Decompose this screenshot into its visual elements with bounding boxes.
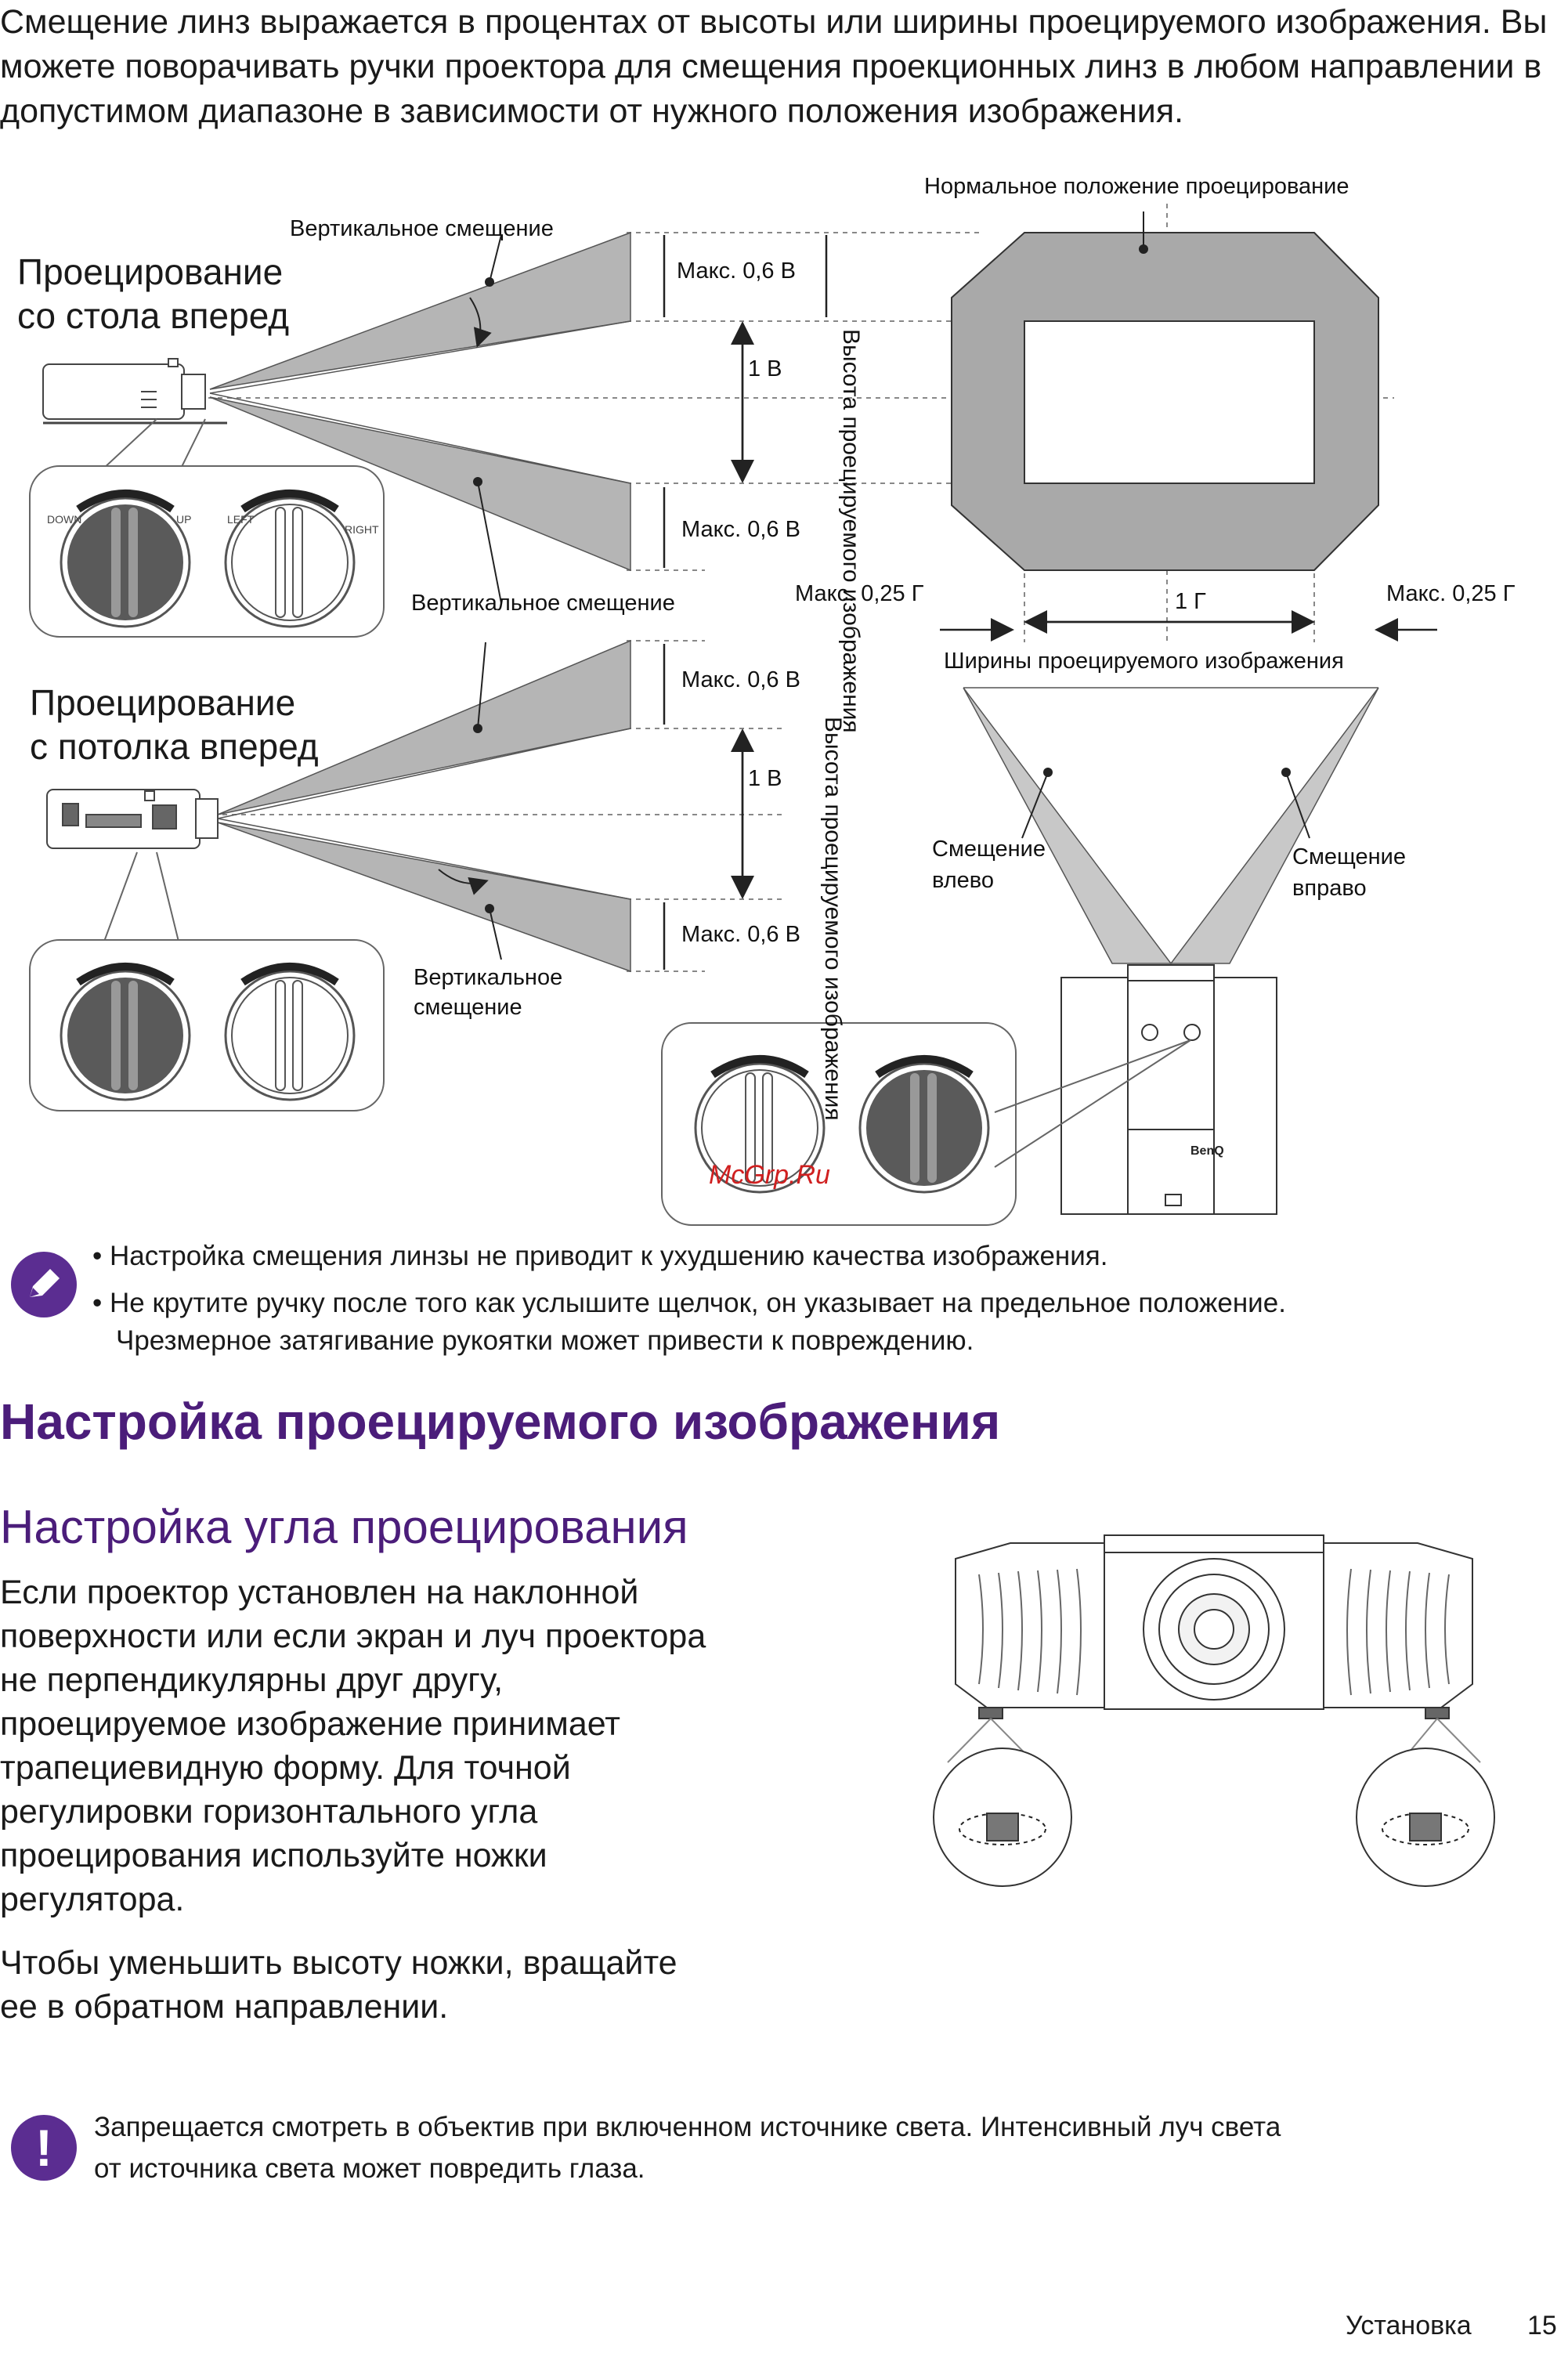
label-1h: 1 Г (1175, 589, 1206, 614)
label-max-025h-left: Макс. 0,25 Г (795, 581, 924, 606)
knob-panel-middle (29, 939, 385, 1111)
paragraph-2: Чтобы уменьшить высоту ножки, вращайте е… (0, 1941, 677, 2029)
label-max-06v-1: Макс. 0,6 В (677, 258, 796, 284)
knob-panel-top (29, 465, 385, 638)
paragraph-1-line: трапециевидную форму. Для точной (0, 1749, 571, 1787)
exclamation-warning-icon: ! (11, 2115, 77, 2181)
paragraph-1-line: поверхности или если экран и луч проекто… (0, 1617, 706, 1655)
pencil-note-icon (11, 1252, 77, 1317)
label-max-025h-right: Макс. 0,25 Г (1386, 581, 1516, 606)
paragraph-1: Если проектор установлен на наклонной по… (0, 1570, 706, 1921)
section-title: Настройка проецируемого изображения (0, 1393, 1001, 1450)
watermark: McGrp.Ru (709, 1160, 830, 1190)
label-1v-1: 1 В (748, 356, 782, 381)
warning-line1: Запрещается смотреть в объектив при вклю… (94, 2112, 1281, 2142)
note-item-1: • Настройка смещения линзы не приводит к… (92, 1241, 1108, 1271)
label-table-front-2: со стола вперед (17, 295, 290, 336)
label-height-1: Высота проецируемого изображения (838, 329, 864, 733)
paragraph-1-line: регулятора. (0, 1881, 185, 1918)
paragraph-2-line: ее в обратном направлении. (0, 1988, 449, 2026)
paragraph-1-line: не перпендикулярны друг другу, (0, 1661, 504, 1699)
footer-page-number: 15 (1527, 2311, 1557, 2340)
label-vertical-shift-3b: смещение (414, 995, 522, 1020)
projector-front-view (933, 1534, 1495, 1887)
paragraph-1-line: регулировки горизонтального угла (0, 1793, 538, 1831)
label-max-06v-4: Макс. 0,6 В (681, 922, 800, 947)
knob-panel-bottom (661, 1022, 1017, 1226)
intro-paragraph: Смещение линз выражается в процентах от … (0, 3, 1548, 130)
knob-label-left-1: LEFT (227, 513, 255, 526)
label-1v-2: 1 В (748, 766, 782, 791)
label-table-front-1: Проецирование (17, 251, 284, 292)
label-shift-left-1: Смещение (932, 837, 1046, 862)
label-max-06v-2: Макс. 0,6 В (681, 517, 800, 542)
label-shift-right-1: Смещение (1292, 844, 1407, 869)
label-height-2: Высота проецируемого изображения (820, 717, 846, 1121)
label-vertical-shift-1: Вертикальное смещение (290, 216, 554, 241)
table-projector (42, 358, 227, 471)
normal-position-screen (951, 211, 1379, 571)
table-beams (209, 231, 631, 572)
note-item-2-line2: Чрезмерное затягивание рукоятки может пр… (116, 1325, 974, 1356)
label-width: Ширины проецируемого изображения (944, 649, 1344, 674)
footer-section: Установка (1346, 2311, 1472, 2340)
ceiling-beams (217, 639, 631, 973)
paragraph-1-line: проецирования используйте ножки (0, 1837, 547, 1874)
lens-shift-diagram (29, 204, 1437, 1226)
knob-label-right-1: RIGHT (345, 523, 379, 536)
knob-label-down-1: DOWN (47, 513, 82, 526)
subsection-title: Настройка угла проецирования (0, 1501, 688, 1553)
horizontal-beams (963, 687, 1379, 964)
projector-rear-view (994, 964, 1277, 1215)
label-normal-position: Нормальное положение проецирование (924, 174, 1349, 199)
paragraph-1-line: Если проектор установлен на наклонной (0, 1574, 639, 1611)
label-shift-left-2: влево (932, 868, 994, 893)
warning-line2: от источника света может повредить глаза… (94, 2153, 645, 2184)
knob-label-up-1: UP (176, 513, 192, 526)
label-ceiling-front-1: Проецирование (30, 682, 296, 723)
brand-label: BenQ (1190, 1144, 1224, 1158)
paragraph-1-line: проецируемое изображение принимает (0, 1705, 620, 1743)
label-ceiling-front-2: с потолка вперед (30, 726, 319, 767)
label-shift-right-2: вправо (1292, 876, 1367, 901)
label-vertical-shift-2: Вертикальное смещение (411, 591, 675, 616)
paragraph-2-line: Чтобы уменьшить высоту ножки, вращайте (0, 1944, 677, 1982)
label-vertical-shift-3a: Вертикальное (414, 965, 563, 990)
label-max-06v-3: Макс. 0,6 В (681, 667, 800, 692)
ceiling-projector (46, 789, 219, 949)
note-item-2-line1: • Не крутите ручку после того как услыши… (92, 1288, 1286, 1318)
